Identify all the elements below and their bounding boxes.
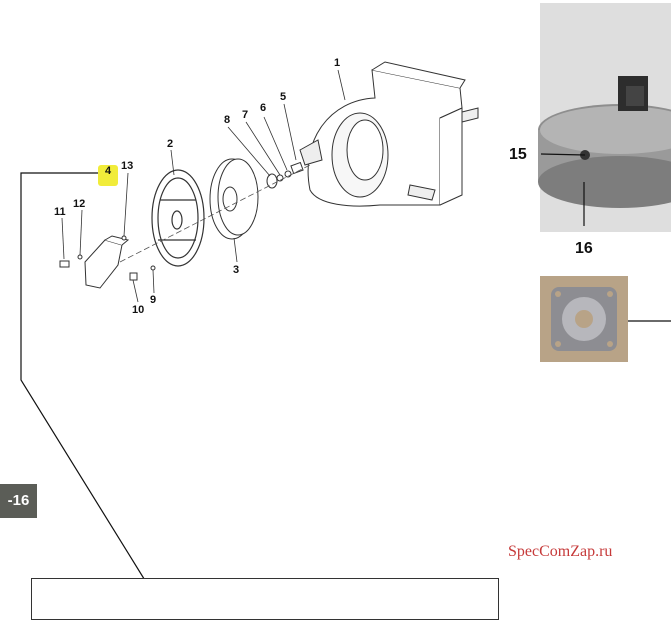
side-tab[interactable]: -16 xyxy=(0,484,37,518)
exploded-parts-diagram xyxy=(20,3,671,583)
callout-9: 9 xyxy=(150,294,157,306)
blower-housing xyxy=(299,61,479,207)
callout-1: 1 xyxy=(334,57,341,69)
assembly-photo xyxy=(538,3,671,232)
callout-10: 10 xyxy=(132,304,145,316)
impeller xyxy=(209,158,259,240)
callout-3: 3 xyxy=(233,264,240,276)
callout-2: 2 xyxy=(167,138,174,150)
callout-4-highlighted: 4 xyxy=(98,165,118,186)
leader-line xyxy=(20,172,147,583)
bolts xyxy=(59,235,156,281)
photo-leader-15 xyxy=(540,153,586,156)
callout-7: 7 xyxy=(242,109,249,121)
callout-5: 5 xyxy=(280,91,287,103)
watermark: SpecComZap.ru xyxy=(508,543,613,560)
elbow-duct xyxy=(84,235,130,289)
callout-11: 11 xyxy=(54,206,66,218)
flange-plate xyxy=(151,169,205,267)
photo-label-15: 15 xyxy=(509,146,527,163)
callout-6: 6 xyxy=(260,102,267,114)
gasket-photo xyxy=(540,276,628,362)
callout-leaders xyxy=(61,69,346,303)
photo-label-16: 16 xyxy=(575,240,593,257)
callout-8: 8 xyxy=(224,114,231,126)
info-box xyxy=(31,578,499,620)
callout-13: 13 xyxy=(121,160,134,172)
callout-12: 12 xyxy=(73,198,86,210)
